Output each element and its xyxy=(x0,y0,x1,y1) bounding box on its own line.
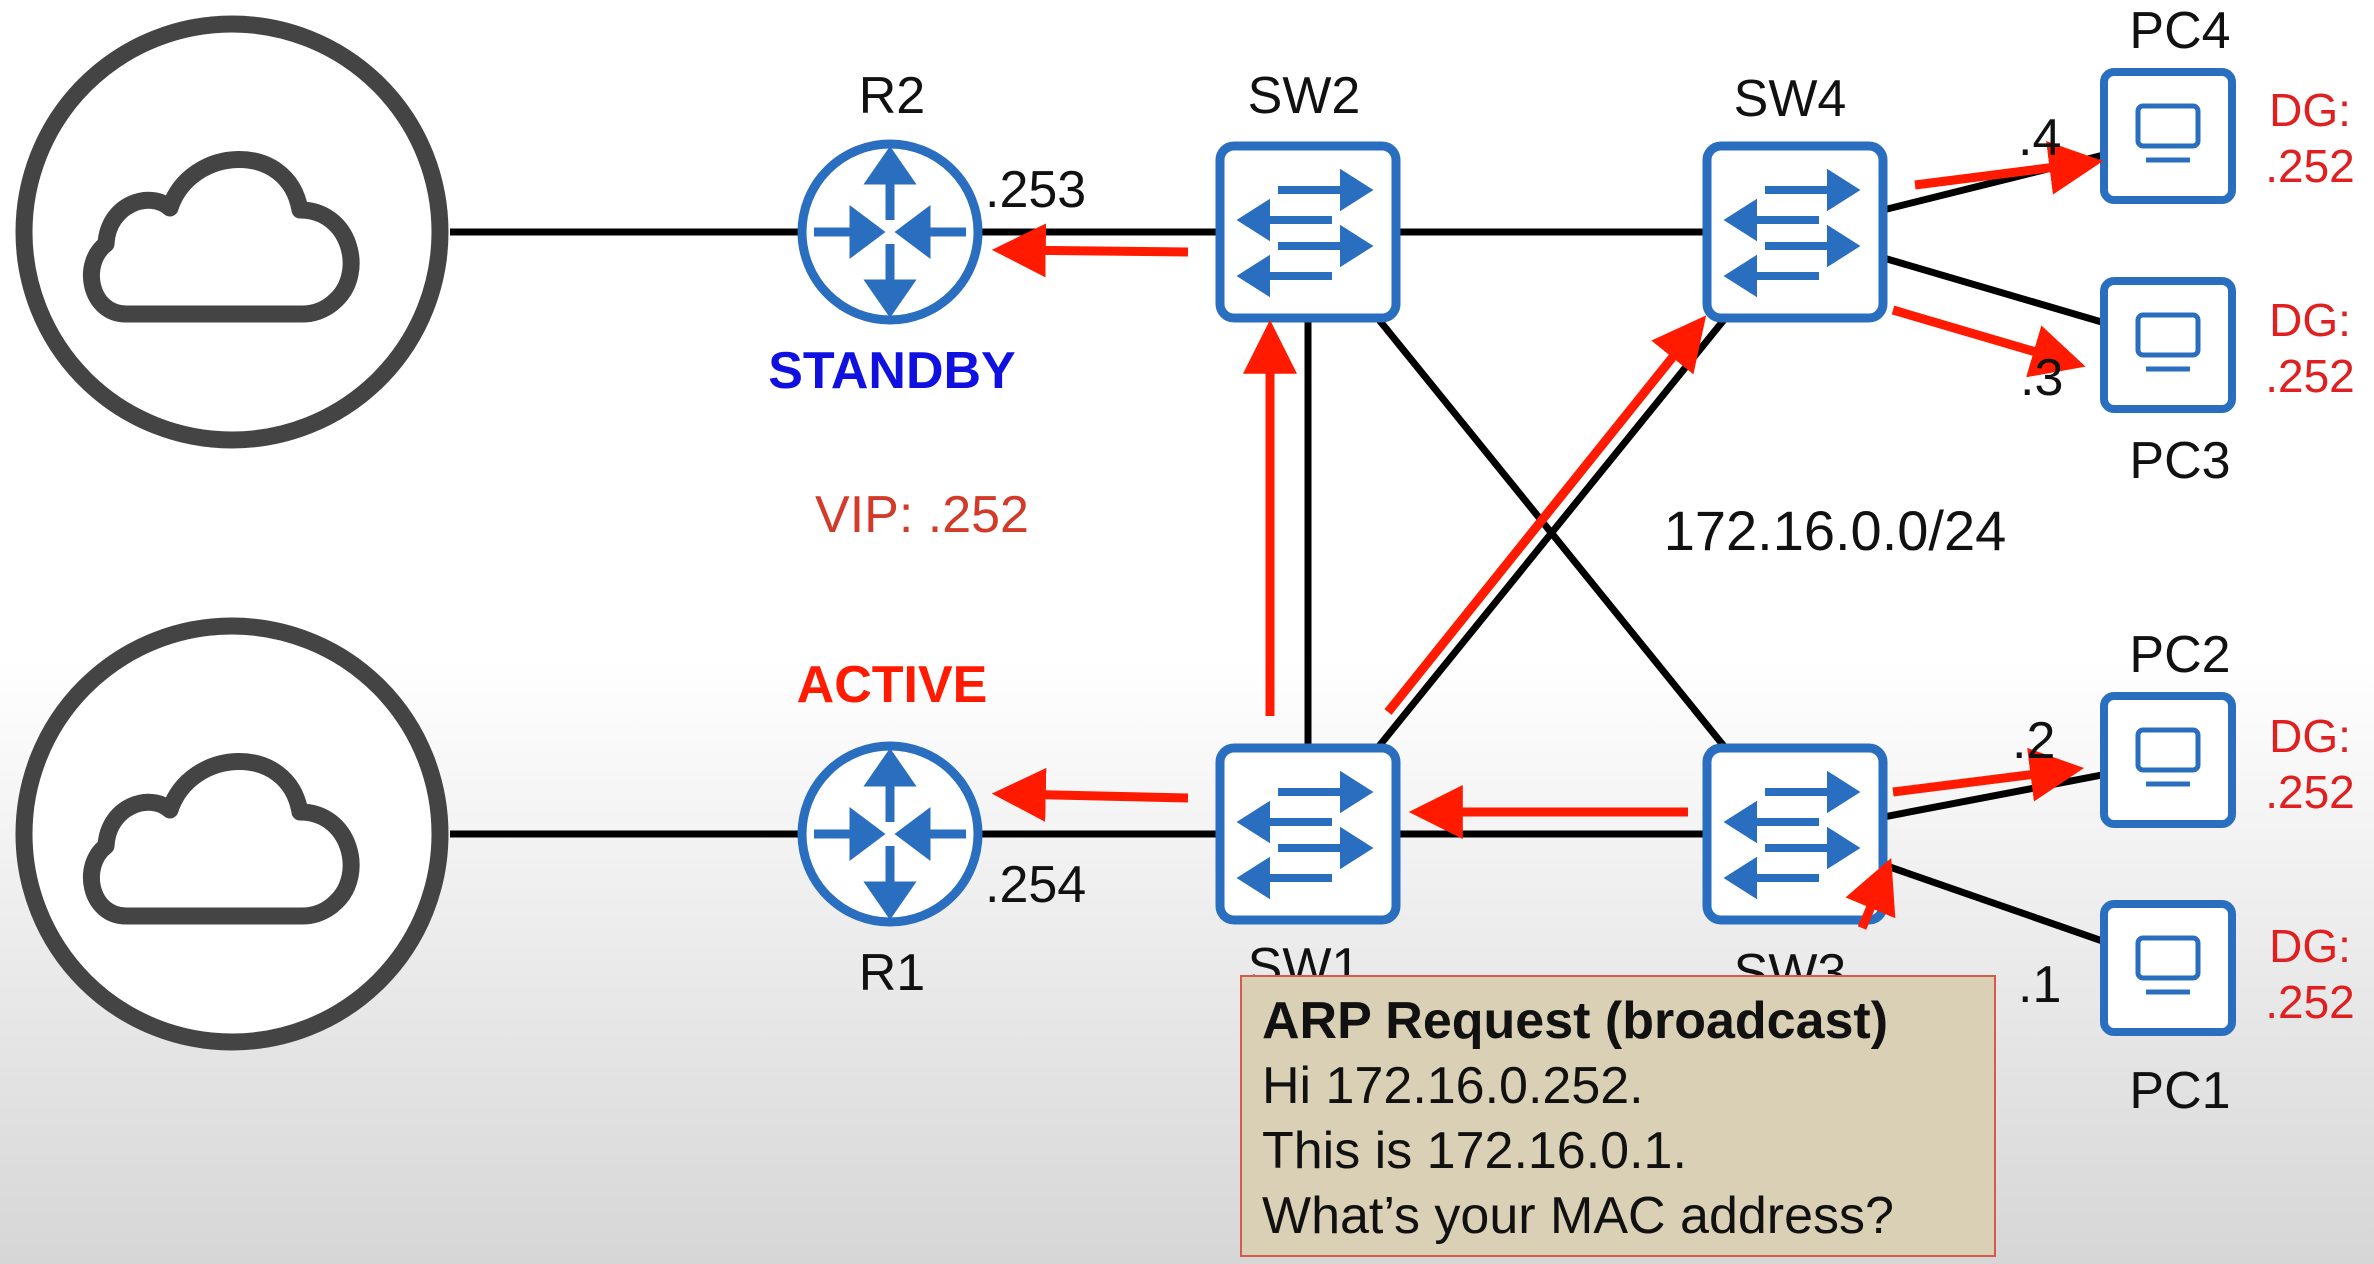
iface-label-pc2: .2 xyxy=(2012,712,2055,770)
arp-line-3: What’s your MAC address? xyxy=(1262,1187,1894,1245)
switch-icon[interactable] xyxy=(1707,146,1883,318)
router-icon[interactable] xyxy=(802,746,978,922)
arrow-sw4-to-pc4 xyxy=(1914,141,2104,195)
arp-title: ARP Request (broadcast) xyxy=(1262,992,1889,1050)
dg-label: DG: xyxy=(2269,84,2351,136)
switch-label-sw4: SW4 xyxy=(1734,70,1847,128)
arrow-pc1-to-sw3 xyxy=(1845,858,1896,930)
switch-label-sw2: SW2 xyxy=(1248,67,1361,125)
arrow-sw2-to-r2 xyxy=(991,223,1189,278)
pc-icon[interactable] xyxy=(2104,281,2232,409)
dg-value: .252 xyxy=(2265,766,2355,818)
cloud-icon xyxy=(24,626,440,1042)
dg-value: .252 xyxy=(2265,976,2355,1028)
arp-request-callout: ARP Request (broadcast) Hi 172.16.0.252.… xyxy=(1240,975,1996,1257)
iface-label-pc1: .1 xyxy=(2018,956,2061,1014)
arrow-sw1-to-sw4 xyxy=(1384,315,1707,715)
switch-icon[interactable] xyxy=(1220,146,1396,318)
router-label-r2: R2 xyxy=(859,67,925,125)
arrow-sw3-to-pc2 xyxy=(1892,747,2085,802)
active-role-label: ACTIVE xyxy=(797,656,988,714)
iface-label-pc3: .3 xyxy=(2020,349,2063,407)
pc-icon[interactable] xyxy=(2104,72,2232,200)
dg-value: .252 xyxy=(2265,350,2355,402)
switch-icon[interactable] xyxy=(1220,748,1396,920)
pc-label-pc2: PC2 xyxy=(2129,626,2230,684)
subnet-label: 172.16.0.0/24 xyxy=(1664,499,2007,562)
iface-label-r1: .254 xyxy=(985,856,1086,914)
pc-label-pc3: PC3 xyxy=(2129,432,2230,490)
link-sw1-sw4 xyxy=(1305,229,1798,837)
cloud-icon xyxy=(24,24,440,440)
arp-line-2: This is 172.16.0.1. xyxy=(1262,1122,1687,1180)
arp-flow-arrows xyxy=(991,141,2104,930)
router-label-r1: R1 xyxy=(859,944,925,1002)
dg-value: .252 xyxy=(2265,140,2355,192)
arrow-sw1-to-r1 xyxy=(991,767,1189,822)
iface-label-r2: .253 xyxy=(985,161,1086,219)
arp-line-1: Hi 172.16.0.252. xyxy=(1262,1057,1644,1115)
pc-icon[interactable] xyxy=(2104,904,2232,1032)
iface-label-pc4: .4 xyxy=(2018,109,2061,167)
switch-icon[interactable] xyxy=(1707,748,1883,920)
pc-label-pc1: PC1 xyxy=(2129,1062,2230,1120)
arrow-sw4-to-pc3 xyxy=(1891,305,2086,378)
dg-label: DG: xyxy=(2269,710,2351,762)
dg-label: DG: xyxy=(2269,294,2351,346)
dg-label: DG: xyxy=(2269,920,2351,972)
vip-label: VIP: .252 xyxy=(815,486,1029,544)
pc-label-pc4: PC4 xyxy=(2129,2,2230,60)
router-icon[interactable] xyxy=(802,144,978,320)
pc-icon[interactable] xyxy=(2104,696,2232,824)
standby-role-label: STANDBY xyxy=(768,342,1015,400)
